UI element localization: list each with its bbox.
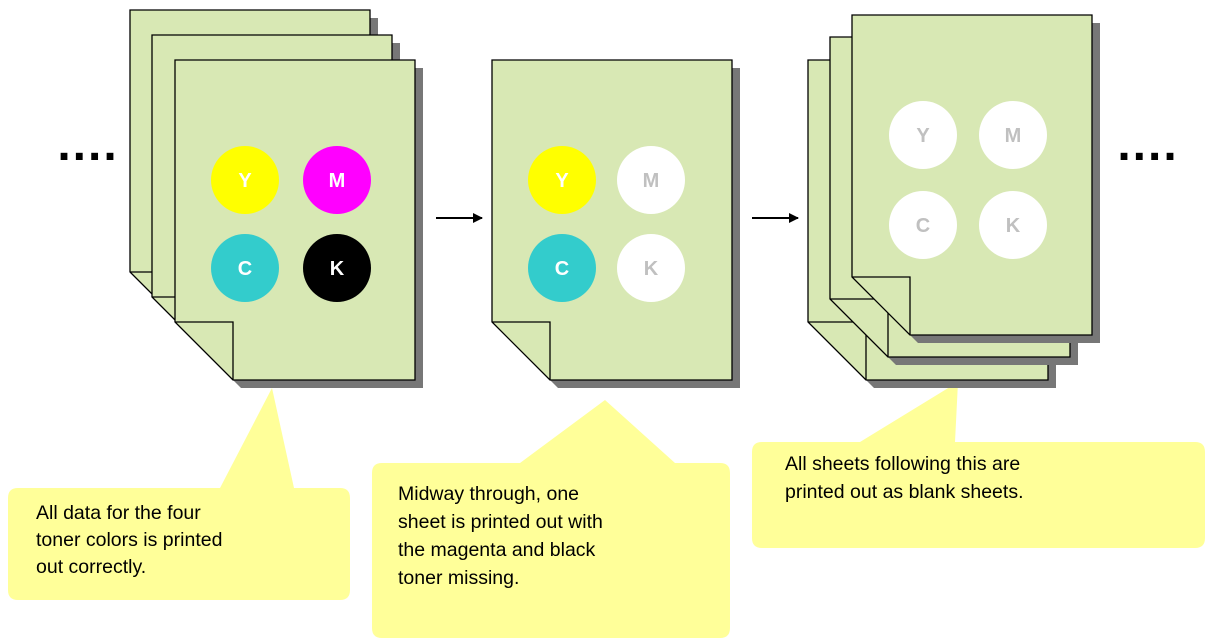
toner-y-correct: Y (211, 146, 279, 214)
callout-line: Midway through, one (398, 483, 579, 505)
callout-text-partial: Midway through, one sheet is printed out… (398, 483, 608, 589)
sheet-fold (852, 276, 911, 335)
toner-c-blank: C (889, 191, 957, 259)
sheet-partial (491, 59, 740, 388)
toner-label: M (329, 170, 346, 192)
sheet-blank-front (851, 14, 1100, 343)
toner-label: K (644, 258, 659, 280)
toner-k-correct: K (303, 234, 371, 302)
callout-line: out correctly. (36, 556, 146, 578)
callout-bubble-partial (372, 400, 730, 638)
toner-k-partial: K (617, 234, 685, 302)
toner-label: C (555, 258, 569, 280)
callout-line: sheet is printed out with (398, 511, 603, 533)
callout-line: All sheets following this are (785, 453, 1020, 475)
callouts: All data for the four toner colors is pr… (8, 382, 1205, 638)
toner-label: K (1006, 215, 1021, 237)
toner-circle (528, 234, 596, 302)
sheet-body (851, 14, 1093, 336)
toner-m-correct: M (303, 146, 371, 214)
sheet-correct-front (174, 59, 423, 388)
toner-circle (979, 191, 1047, 259)
toner-dots: Y M C K Y M C K Y M C K (211, 101, 1047, 302)
sheets (129, 9, 1100, 388)
toner-circle (617, 234, 685, 302)
toner-m-blank: M (979, 101, 1047, 169)
toner-circle (889, 191, 957, 259)
sheet-fold (175, 321, 234, 380)
sheet-body (491, 59, 733, 381)
toner-circle (528, 146, 596, 214)
callout-partial: Midway through, one sheet is printed out… (372, 400, 730, 638)
toner-y-blank: Y (889, 101, 957, 169)
sheet-fold (492, 321, 551, 380)
toner-circle (303, 146, 371, 214)
toner-circle (617, 146, 685, 214)
toner-label: C (916, 215, 930, 237)
toner-circle (303, 234, 371, 302)
toner-y-partial: Y (528, 146, 596, 214)
callout-line: the magenta and black (398, 539, 596, 561)
toner-circle (211, 234, 279, 302)
toner-label: Y (555, 170, 569, 192)
ellipsis-right: .... (1117, 118, 1178, 171)
toner-c-partial: C (528, 234, 596, 302)
toner-m-partial: M (617, 146, 685, 214)
callout-blank: All sheets following this are printed ou… (752, 382, 1205, 548)
toner-circle (889, 101, 957, 169)
callout-bubble-correct (8, 388, 350, 600)
callout-text-correct: All data for the four toner colors is pr… (36, 502, 228, 578)
toner-k-blank: K (979, 191, 1047, 259)
ellipsis-left: .... (57, 118, 118, 171)
toner-circle (979, 101, 1047, 169)
toner-label: Y (238, 170, 252, 192)
toner-label: K (330, 258, 345, 280)
callout-line: toner colors is printed (36, 529, 222, 551)
callout-line: All data for the four (36, 502, 201, 524)
callout-text-blank: All sheets following this are printed ou… (785, 453, 1026, 503)
toner-label: Y (916, 125, 930, 147)
callout-correct: All data for the four toner colors is pr… (8, 388, 350, 600)
callout-line: printed out as blank sheets. (785, 481, 1024, 503)
callout-line: toner missing. (398, 567, 519, 589)
toner-label: C (238, 258, 252, 280)
toner-c-correct: C (211, 234, 279, 302)
toner-label: M (1005, 125, 1022, 147)
sheet-body (174, 59, 416, 381)
toner-label: M (643, 170, 660, 192)
toner-circle (211, 146, 279, 214)
callout-bubble-blank (752, 382, 1205, 548)
